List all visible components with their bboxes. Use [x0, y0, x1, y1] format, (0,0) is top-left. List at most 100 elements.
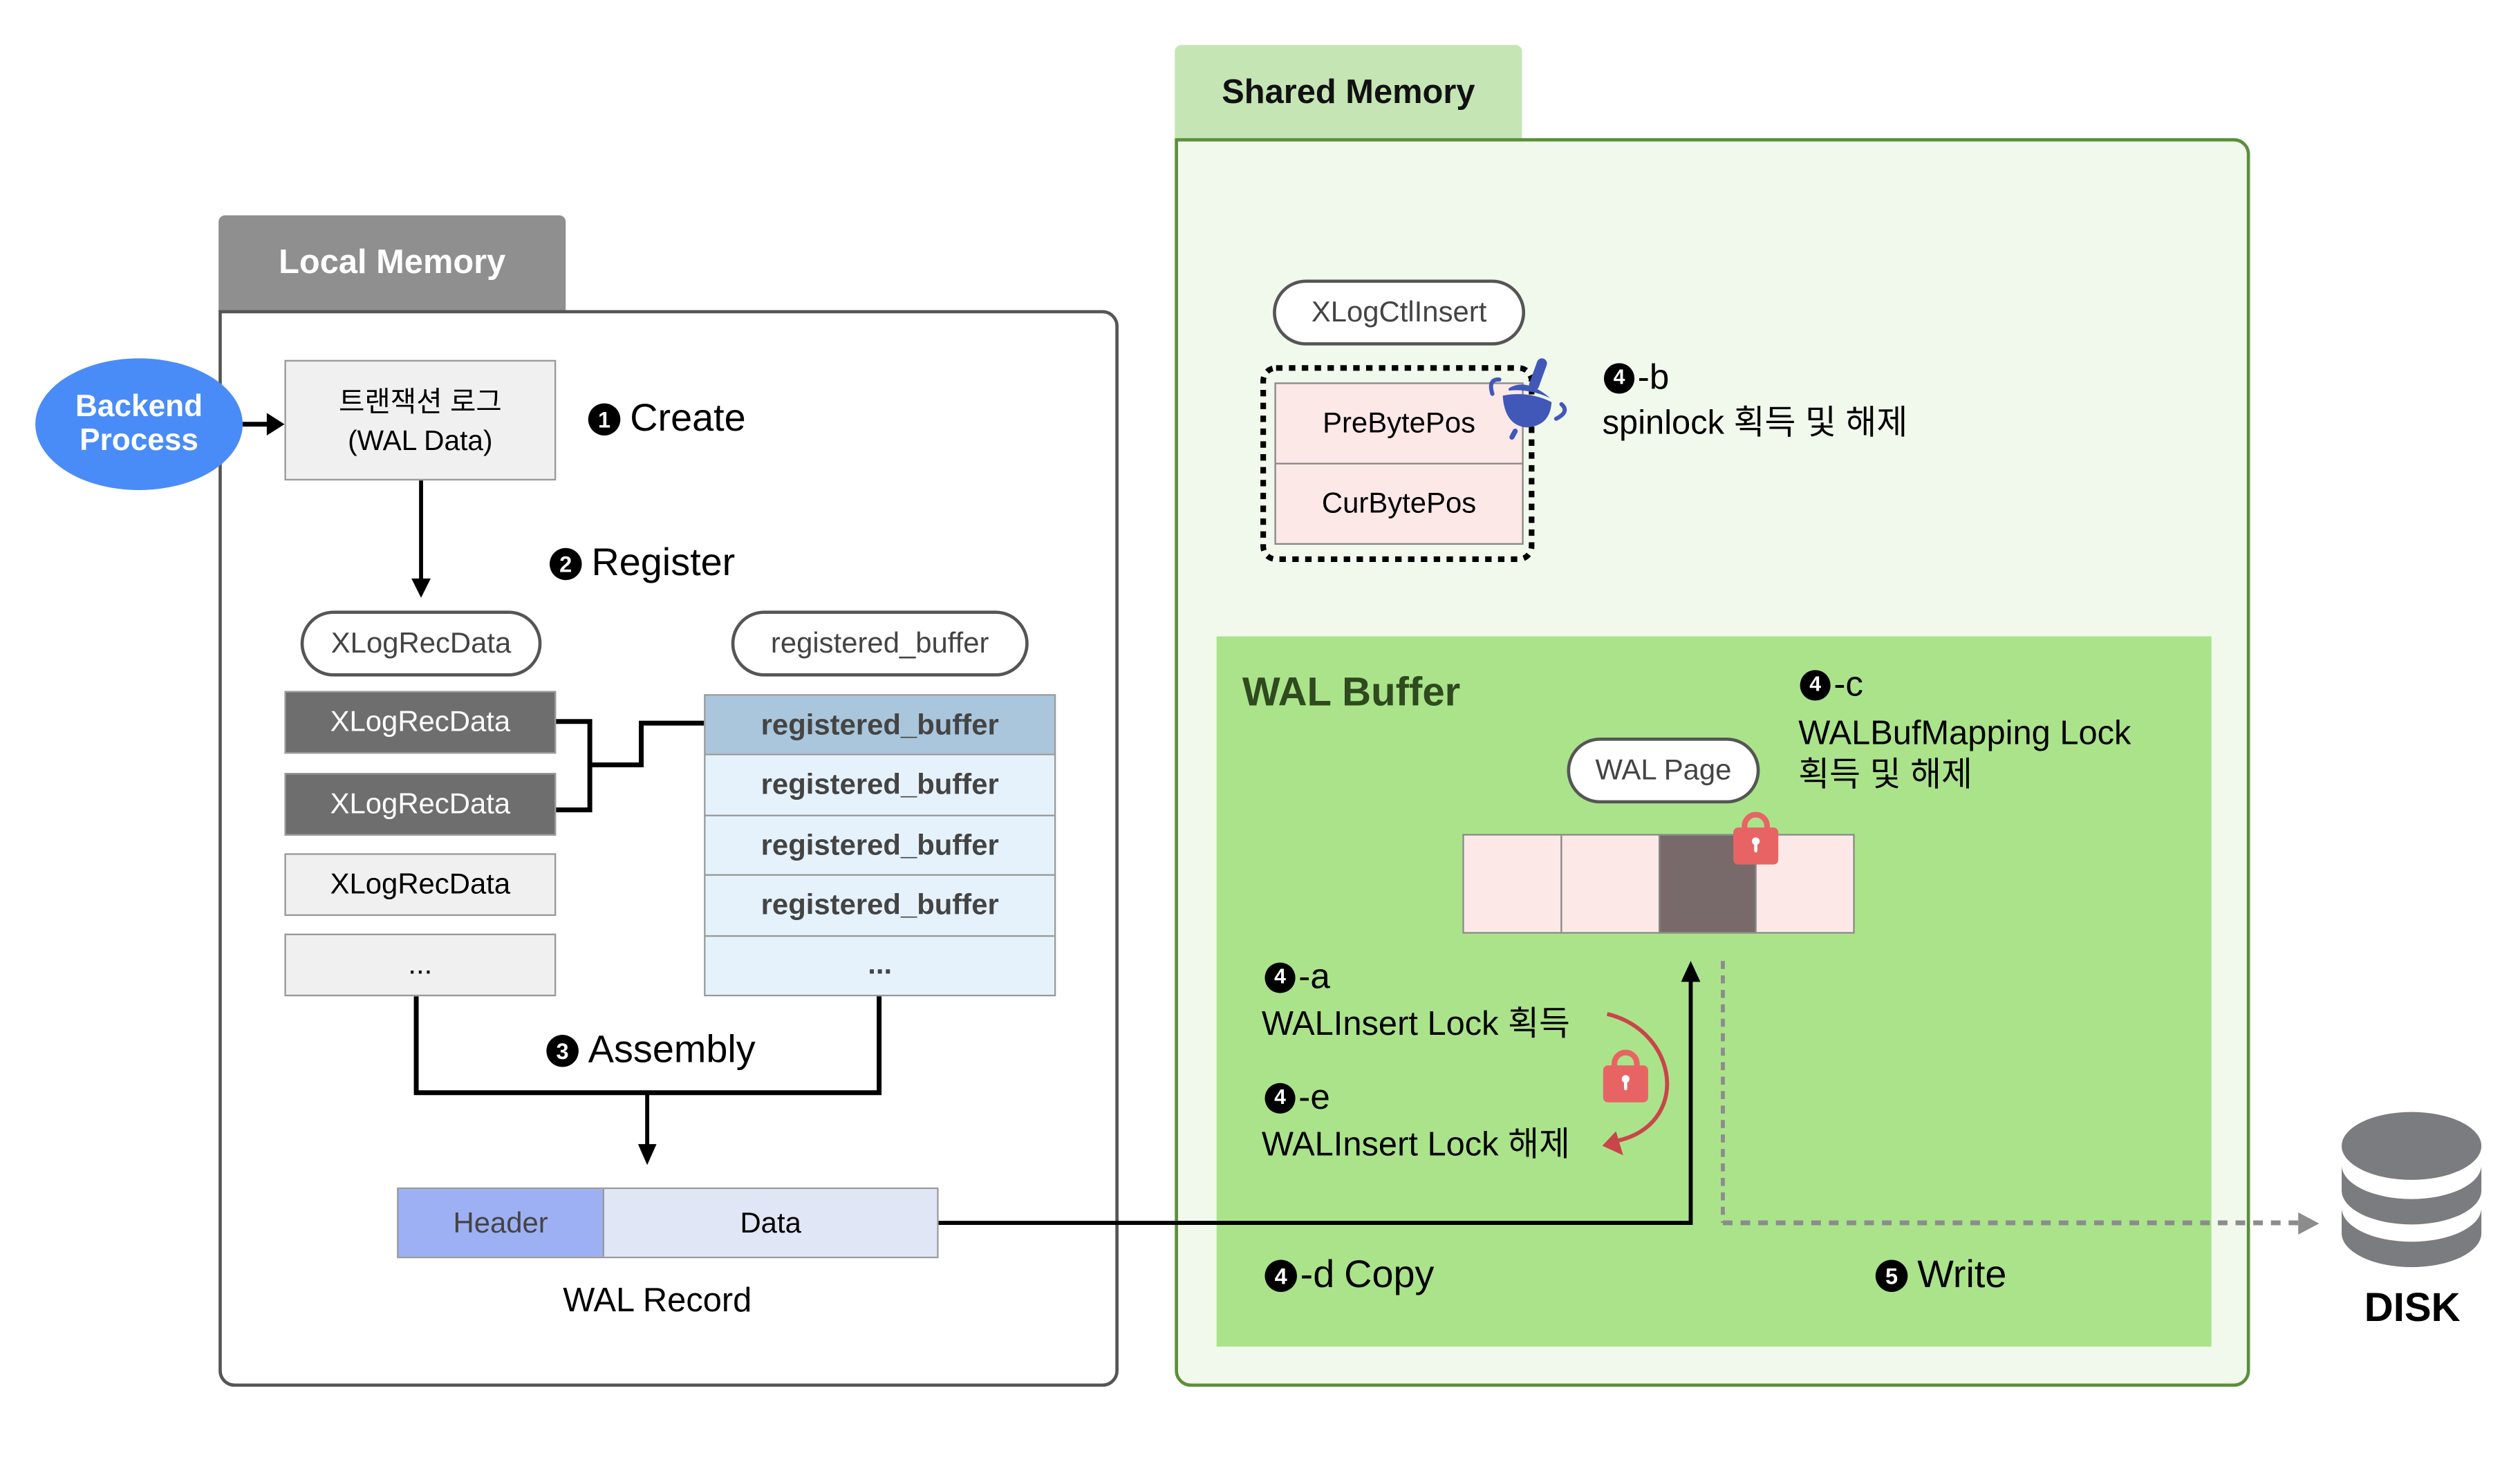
registered-buffer-header-pill: registered_buffer: [731, 610, 1029, 677]
write-arrowhead: [2298, 1212, 2320, 1235]
disk-label: DISK: [2364, 1285, 2461, 1331]
xlogctlinsert-header-pill: XLogCtlInsert: [1273, 279, 1526, 346]
shared-memory-title: Shared Memory: [1222, 73, 1475, 111]
step-label: Copy: [1344, 1253, 1435, 1297]
wal-record-caption: WAL Record: [563, 1282, 752, 1320]
insert-lock-cycle-arrow: [1606, 1012, 1670, 1143]
step-number-badge: 4: [1800, 669, 1831, 700]
assembly-to-record-arrowhead: [637, 1144, 657, 1165]
step-number-badge: 4: [1603, 362, 1635, 393]
step-5-write: 5 Write: [1875, 1253, 2007, 1298]
curbytepos-label: CurBytePos: [1321, 487, 1477, 519]
step-4e: 4 -e: [1264, 1076, 1330, 1118]
wal-record-data: Data: [604, 1189, 937, 1257]
step-suffix: -c: [1833, 664, 1863, 704]
registered-buffer-item: registered_buffer: [705, 874, 1054, 935]
local-memory-title: Local Memory: [279, 244, 506, 281]
padlock-icon: [1733, 812, 1779, 865]
step-4b-description: spinlock 획득 및 해제: [1602, 404, 1908, 442]
xlogrecdata-item-label: XLogRecData: [330, 786, 511, 819]
wal-record-header: Header: [398, 1189, 605, 1257]
step-suffix: -a: [1298, 956, 1330, 997]
step-suffix: -e: [1298, 1076, 1330, 1117]
xlogrecdata-header-pill: XLogRecData: [300, 610, 542, 677]
wal-page-cell: [1464, 835, 1560, 933]
registered-buffer-list: registered_buffer registered_buffer regi…: [704, 694, 1056, 997]
xlogrecdata-item: XLogRecData: [284, 691, 557, 754]
step-number-badge: 1: [588, 403, 621, 435]
step-label: Assembly: [588, 1028, 756, 1072]
step-number-badge: 4: [1264, 1259, 1297, 1292]
xlogctlinsert-fields: PreBytePos CurBytePos: [1274, 382, 1524, 545]
step-register: 2 Register: [550, 541, 735, 586]
step-number-badge: 5: [1875, 1259, 1908, 1292]
backend-to-log-arrowhead: [266, 413, 285, 435]
registered-buffer-item: registered_buffer: [705, 695, 1054, 755]
registered-buffer-item: ...: [705, 935, 1054, 995]
database-icon: [2342, 1112, 2482, 1268]
step-number-badge: 4: [1264, 1082, 1296, 1113]
xlogrecdata-title: XLogRecData: [330, 626, 512, 659]
xlogrecdata-item-label: XLogRecData: [330, 868, 511, 900]
step-4c-description: WALBufMapping Lock 획득 및 해제: [1798, 713, 2131, 797]
wal-record: Header Data: [397, 1187, 939, 1259]
transaction-log-line1: 트랜잭션 로그: [338, 384, 502, 418]
registered-buffer-item-label: registered_buffer: [760, 888, 999, 921]
step-number-badge: 3: [546, 1035, 579, 1067]
step-4c-description-line2: 획득 및 해제: [1798, 756, 1972, 794]
registered-buffer-item: registered_buffer: [705, 814, 1054, 875]
shared-memory-tab: Shared Memory: [1175, 45, 1522, 140]
wal-record-data-label: Data: [740, 1206, 801, 1239]
padlock-icon: [1603, 1049, 1648, 1103]
step-4e-description: WALInsert Lock 해제: [1261, 1126, 1570, 1164]
wal-record-header-label: Header: [453, 1206, 548, 1239]
step-suffix: -b: [1637, 357, 1670, 397]
step-4d-copy: 4 -d Copy: [1264, 1253, 1434, 1298]
registered-buffer-item: registered_buffer: [705, 754, 1054, 815]
step-4b: 4 -b: [1603, 357, 1670, 398]
step-assembly: 3 Assembly: [546, 1028, 756, 1074]
step-suffix: -d: [1300, 1253, 1335, 1297]
step-number-badge: 4: [1264, 962, 1296, 993]
registered-buffer-item-label: registered_buffer: [760, 708, 999, 740]
wal-page-label: WAL Page: [1595, 753, 1732, 786]
xlogctlinsert-title: XLogCtlInsert: [1311, 295, 1487, 328]
xlogrecdata-item: XLogRecData: [284, 771, 557, 835]
copy-arrowhead: [1681, 961, 1701, 982]
step-create: 1 Create: [588, 397, 746, 442]
step-4a: 4 -a: [1264, 956, 1330, 997]
registered-buffer-item-label: registered_buffer: [760, 768, 999, 800]
step-4c-description-line1: WALBufMapping Lock: [1798, 715, 2131, 752]
spinning-top-icon: [1488, 358, 1567, 440]
transaction-log-box: 트랜잭션 로그 (WAL Data): [284, 359, 557, 481]
backend-process-line2: Process: [80, 424, 199, 458]
xlogrecdata-item: ...: [284, 933, 557, 997]
backend-process-node: Backend Process: [35, 358, 243, 491]
wal-page-array: [1462, 834, 1855, 934]
registered-buffer-item-label: registered_buffer: [760, 828, 999, 861]
wal-page-cell: [1560, 835, 1658, 933]
prebytepos-field: PreBytePos: [1276, 384, 1522, 463]
step-4a-description: WALInsert Lock 획득: [1261, 1006, 1570, 1043]
step-label: Write: [1917, 1253, 2007, 1297]
xlogrecdata-bracket-connector: [556, 719, 592, 813]
xlogrecdata-item-label: XLogRecData: [330, 705, 511, 738]
wal-page-pill: WAL Page: [1567, 738, 1760, 804]
transaction-log-line2: (WAL Data): [348, 423, 493, 456]
spinlock-dotted-boundary: [1260, 365, 1535, 563]
step-number-badge: 2: [550, 547, 582, 581]
wal-buffer-title: WAL Buffer: [1242, 670, 1461, 715]
insert-lock-cycle-arrowhead: [1602, 1131, 1623, 1156]
step-label: Create: [630, 397, 746, 440]
xlogrecdata-item: XLogRecData: [284, 853, 557, 917]
copy-connector: [938, 980, 1693, 1225]
step-4c: 4 -c: [1800, 664, 1863, 705]
bracket-to-registered-buffer-connector: [590, 720, 704, 768]
registered-buffer-title: registered_buffer: [770, 626, 989, 659]
registered-buffer-item-label: ...: [868, 948, 893, 981]
local-memory-tab: Local Memory: [218, 215, 566, 312]
prebytepos-label: PreBytePos: [1323, 406, 1476, 439]
log-to-register-arrowhead: [411, 578, 431, 598]
